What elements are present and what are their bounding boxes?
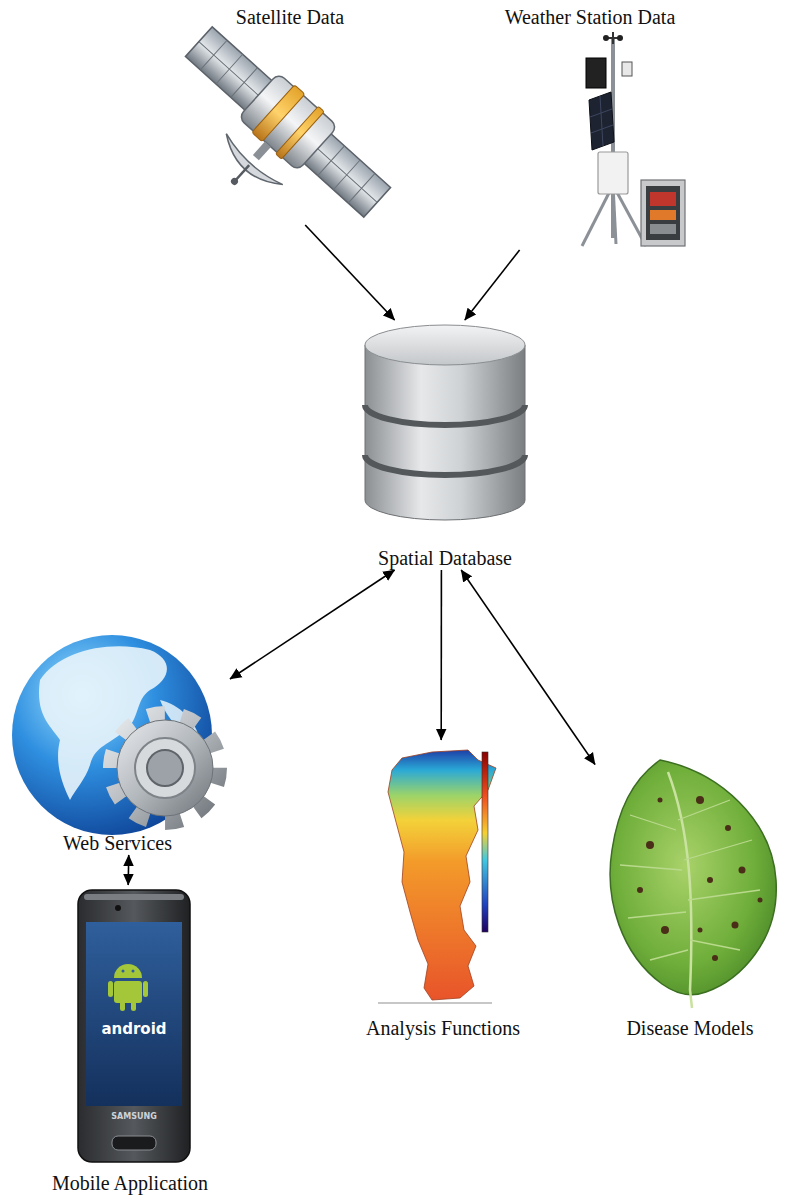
node-label: Satellite Data <box>234 5 346 29</box>
weather-station-icon <box>582 32 685 246</box>
web-services-icon <box>12 635 217 835</box>
node-label: Web Services <box>61 831 174 855</box>
node-label: Mobile Application <box>50 1171 210 1195</box>
analysis-map-icon <box>378 750 496 1003</box>
brand-text: SAMSUNG <box>78 1112 190 1122</box>
mobile-node: Mobile Application <box>40 885 220 1195</box>
connector-arrow <box>461 570 595 765</box>
node-label: Disease Models <box>624 1016 755 1040</box>
disease-leaf-icon <box>610 760 776 1008</box>
connector-arrow <box>230 570 395 679</box>
node-label: Weather Station Data <box>503 5 678 29</box>
satellite-icon <box>143 18 399 264</box>
node-label: Analysis Functions <box>364 1016 522 1040</box>
satellite-node: Satellite Data <box>195 5 385 225</box>
node-label: Spatial Database <box>376 546 514 570</box>
connector-arrow <box>127 855 129 885</box>
phone-icon <box>78 890 190 1162</box>
screen-logo-text: android <box>86 1020 182 1038</box>
connector-arrow <box>440 570 442 740</box>
weather-station-node: Weather Station Data <box>480 5 700 250</box>
connector-arrow <box>465 250 520 320</box>
database-icon <box>365 325 525 520</box>
database-node: Spatial Database <box>355 320 535 570</box>
web-services-node: Web Services <box>5 635 230 855</box>
connector-arrow <box>305 225 394 320</box>
disease-node: Disease Models <box>595 750 785 1040</box>
analysis-node: Analysis Functions <box>353 740 533 1040</box>
